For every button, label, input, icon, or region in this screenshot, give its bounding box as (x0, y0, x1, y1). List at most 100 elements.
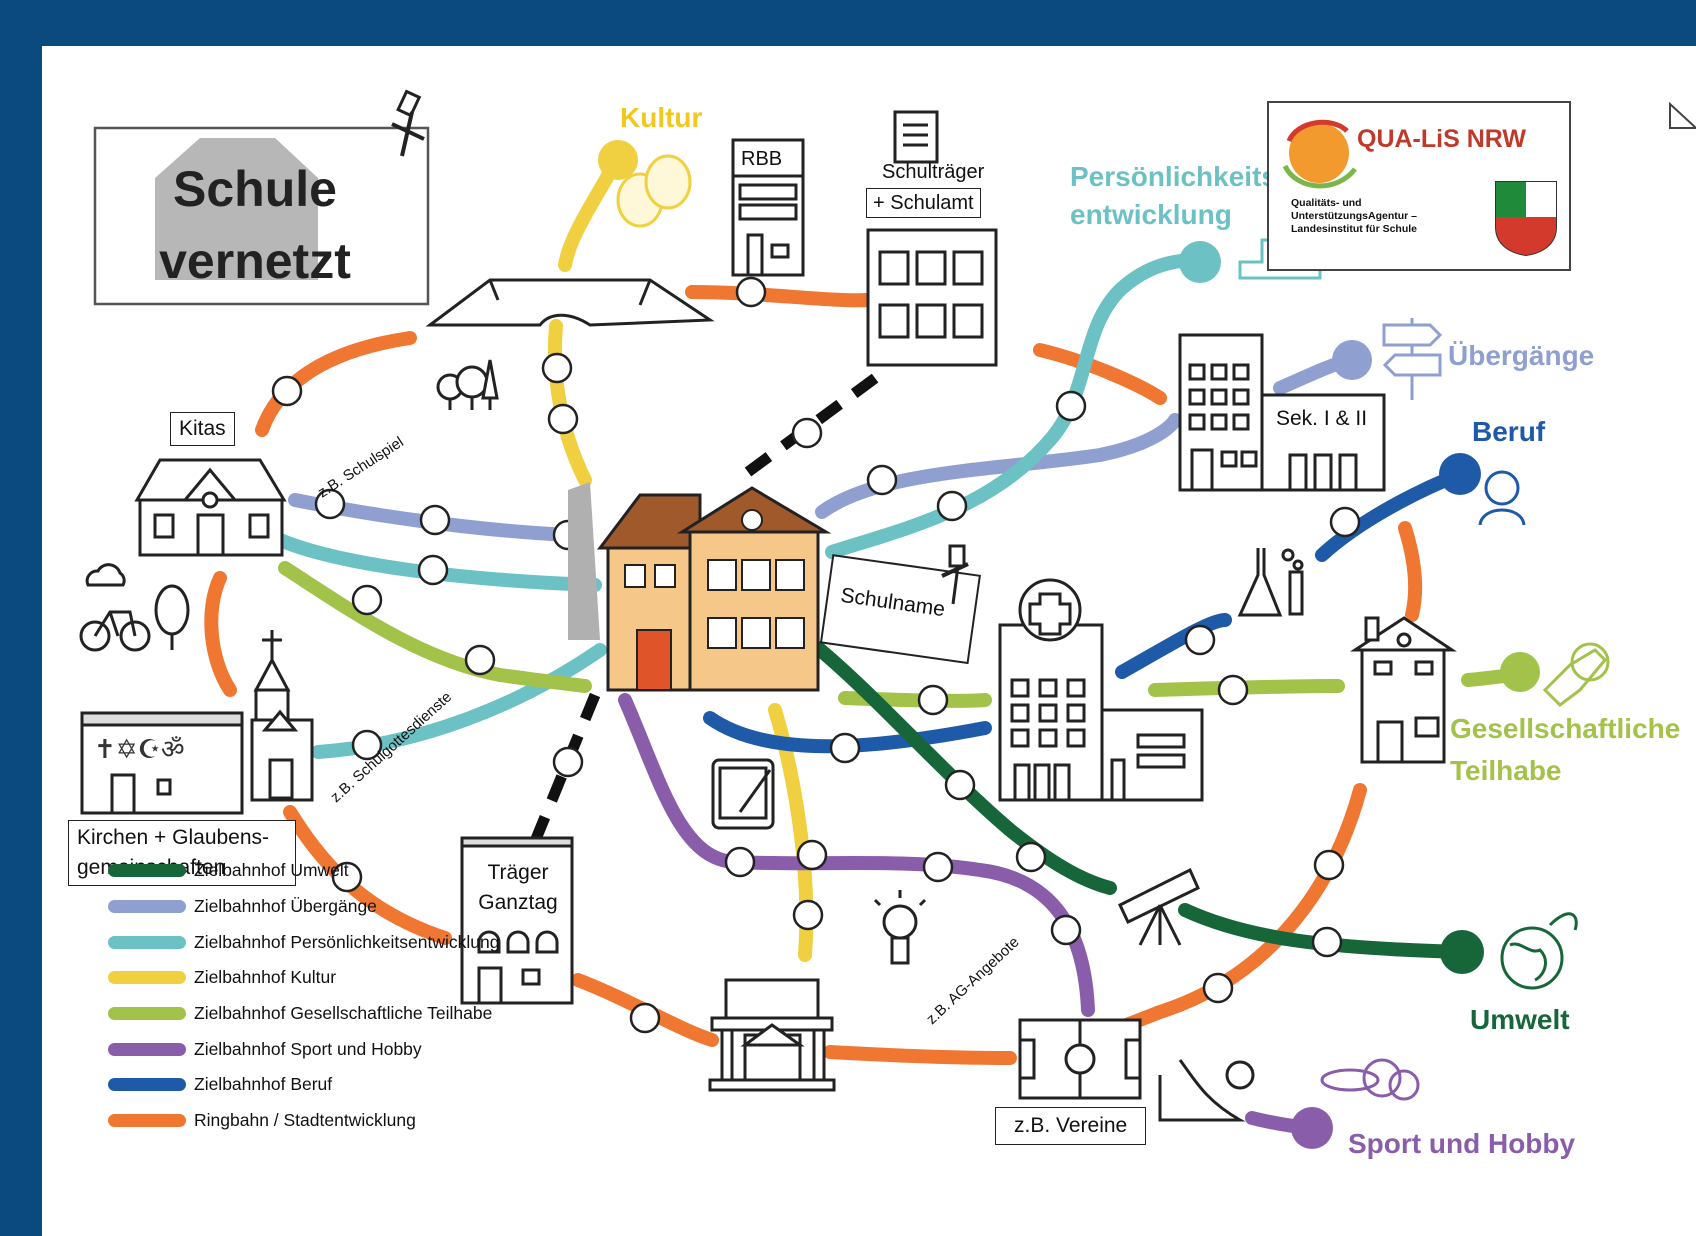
tablet-icon (711, 758, 775, 830)
legend-label: Zielbahnhof Persönlichkeitsentwicklung (194, 931, 500, 952)
qualis-name: QUA-LiS NRW (1357, 125, 1526, 153)
legend-label: Zielbahnhof Sport und Hobby (194, 1038, 422, 1059)
sport-terminal (1291, 1107, 1333, 1149)
dest-persoenlichkeit-line1: Persönlichkeits- (1070, 161, 1287, 192)
legend-label: Zielbahnhof Gesellschaftliche Teilhabe (194, 1003, 493, 1024)
legend-swatch (108, 864, 186, 878)
title-card: Schule vernetzt (93, 126, 430, 306)
signpost-icon (1382, 318, 1443, 400)
legend-swatch (108, 971, 186, 985)
dest-persoenlichkeit: Persönlichkeits- entwicklung (1070, 158, 1286, 234)
top-frame-bar (0, 0, 1696, 46)
dest-kultur: Kultur (620, 102, 703, 133)
pin-icon-schulname (941, 544, 969, 605)
legend-item: Zielbahnhof Sport und Hobby (108, 1031, 499, 1067)
hospital-building (998, 578, 1204, 802)
legend-swatch (108, 1007, 186, 1021)
legend-item: Zielbahnhof Übergänge (108, 889, 499, 925)
route-label-schulspiel: z.B. Schulspiel (315, 434, 407, 502)
uebergaenge-terminal (1332, 340, 1372, 380)
dest-sport: Sport und Hobby (1348, 1128, 1576, 1159)
rbb-label: RBB (741, 148, 783, 170)
teilhabe-terminal (1500, 652, 1540, 692)
kirchen-label-line1: Kirchen + Glaubens- (77, 826, 270, 849)
legend-item: Zielbahnhof Umwelt (108, 853, 499, 889)
cloud-icon (85, 563, 126, 587)
schulname-card: Schulname (819, 554, 981, 665)
house-icon (1349, 616, 1457, 764)
traeger-label: Träger Ganztag (466, 858, 570, 918)
rbb-building (731, 138, 805, 277)
legend-swatch (108, 1042, 186, 1056)
pin-icon (391, 89, 425, 157)
dest-teilhabe-line1: Gesellschaftliche (1450, 713, 1681, 744)
traeger-building (460, 836, 574, 1005)
station-stops (271, 276, 1361, 1034)
umwelt-line (811, 641, 1467, 959)
dest-teilhabe-line2: Teilhabe (1450, 755, 1562, 786)
title-line2: vernetzt (159, 233, 351, 289)
dest-beruf: Beruf (1472, 416, 1546, 447)
trees-icon (436, 359, 499, 410)
legend-swatch (108, 900, 186, 914)
title-line1: Schule (173, 161, 337, 217)
legend-label: Zielbahnhof Umwelt (194, 860, 349, 881)
beruf-terminal (1439, 453, 1481, 495)
school-building (568, 482, 832, 692)
sport-items-icon (1320, 1058, 1420, 1101)
nrw-coat-of-arms-icon (1495, 181, 1557, 257)
legend-item: Zielbahnhof Gesellschaftliche Teilhabe (108, 996, 499, 1032)
umwelt-terminal (1440, 930, 1484, 974)
traeger-label-line1: Träger (487, 861, 549, 884)
legend-item: Ringbahn / Stadtentwicklung (108, 1103, 499, 1139)
flask-icon (1237, 548, 1304, 617)
church-icon (250, 630, 314, 802)
qualis-subtitle: Qualitäts- und UnterstützungsAgentur – L… (1291, 197, 1418, 235)
legend-label: Zielbahnhof Kultur (194, 967, 337, 988)
slide-icon (1158, 1059, 1255, 1122)
bicycle-icon (79, 610, 151, 652)
theater-masks-icon (616, 154, 692, 228)
corner-fold (1669, 101, 1696, 129)
qualis-logo: QUA-LiS NRW Qualitäts- und Unterstützung… (1267, 101, 1571, 271)
legend-swatch (108, 1078, 186, 1092)
legend-swatch (108, 935, 186, 949)
persoenlichkeit-terminal (1179, 241, 1221, 283)
vereine-label: z.B. Vereine (995, 1107, 1147, 1145)
book-icon (425, 278, 715, 327)
qualis-sun-icon (1282, 119, 1357, 189)
schultraeger-building (866, 110, 998, 367)
telescope-icon (1118, 867, 1200, 946)
handshake-icon (1542, 642, 1610, 707)
schultraeger-label-line2: + Schulamt (866, 188, 981, 218)
dest-teilhabe: Gesellschaftliche Teilhabe (1450, 708, 1680, 792)
schulamt-dashed-line (514, 368, 886, 881)
tree-icon (154, 584, 190, 650)
svg-text:✝✡☪ॐ: ✝✡☪ॐ (94, 735, 185, 765)
legend-swatch (108, 1114, 186, 1128)
sek-label: Sek. I & II (1276, 407, 1368, 430)
traeger-label-line2: Ganztag (478, 891, 558, 914)
legend-item: Zielbahnhof Kultur (108, 960, 499, 996)
kitas-label: Kitas (170, 412, 235, 446)
dest-uebergaenge: Übergänge (1448, 340, 1595, 371)
dest-umwelt: Umwelt (1470, 1004, 1570, 1035)
football-field-icon (1018, 1018, 1142, 1100)
lightbulb-icon (873, 890, 927, 965)
schultraeger-label-line1: Schulträger (882, 161, 985, 183)
faith-building: ✝✡☪ॐ (80, 711, 244, 815)
kirchen-label: Kirchen + Glaubens- gemeinschaften (68, 820, 296, 886)
sek-building (1178, 333, 1386, 492)
globe-icon (1500, 912, 1578, 990)
left-frame-bar (0, 0, 42, 1236)
kultur-terminal (598, 140, 638, 180)
legend-item: Zielbahnhof Persönlichkeitsentwicklung (108, 924, 499, 960)
legend-item: Zielbahnhof Beruf (108, 1067, 499, 1103)
legend-label: Zielbahnhof Beruf (194, 1074, 333, 1095)
route-label-ag-angebote: z.B. AG-Angebote (923, 934, 1022, 1028)
legend-label: Ringbahn / Stadtentwicklung (194, 1110, 416, 1131)
dest-persoenlichkeit-line2: entwicklung (1070, 199, 1232, 230)
worker-icon (1478, 470, 1526, 526)
